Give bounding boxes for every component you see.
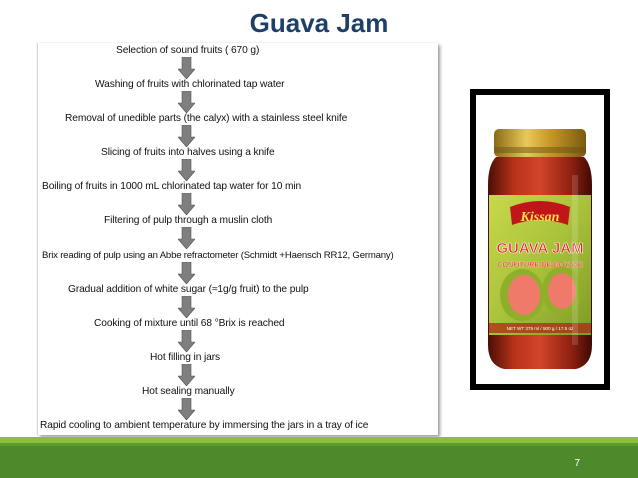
guava-jam-jar-image: Kissan GUAVA JAM CONFITURE DE GOYAVE NET… <box>488 129 592 369</box>
down-arrow-icon <box>178 227 195 249</box>
down-arrow-icon <box>178 296 195 318</box>
process-flowchart: Selection of sound fruits ( 670 g) Washi… <box>38 43 438 435</box>
down-arrow-icon <box>178 262 195 284</box>
down-arrow-icon <box>178 364 195 386</box>
flow-step-brix-reading: Brix reading of pulp using an Abbe refra… <box>42 250 394 261</box>
down-arrow-icon <box>178 330 195 352</box>
down-arrow-icon <box>178 398 195 420</box>
flow-step-selection: Selection of sound fruits ( 670 g) <box>116 45 260 56</box>
jar-brand-text: Kissan <box>520 210 560 225</box>
flow-step-sugar-addition: Gradual addition of white sugar (≈1g/g f… <box>68 284 309 295</box>
flow-step-boiling: Boiling of fruits in 1000 mL chlorinated… <box>42 181 302 192</box>
jar-name-text: GUAVA JAM <box>496 240 583 257</box>
down-arrow-icon <box>178 159 195 181</box>
flow-step-slicing: Slicing of fruits into halves using a kn… <box>101 147 275 158</box>
jar-subtitle-text: CONFITURE DE GOYAVE <box>497 260 583 269</box>
flow-step-washing: Washing of fruits with chlorinated tap w… <box>95 79 285 90</box>
flow-step-rapid-cooling: Rapid cooling to ambient temperature by … <box>40 420 369 431</box>
flow-step-removal: Removal of unedible parts (the calyx) wi… <box>65 113 348 124</box>
flow-step-hot-filling: Hot filling in jars <box>150 352 221 363</box>
flow-step-filtering: Filtering of pulp through a muslin cloth <box>104 215 273 226</box>
product-photo-frame: Kissan GUAVA JAM CONFITURE DE GOYAVE NET… <box>470 89 610 390</box>
slide-title: Guava Jam <box>249 8 389 38</box>
flow-step-cooking: Cooking of mixture until 68 °Brix is rea… <box>94 318 285 329</box>
jar-net-weight-text: NET WT 375 ml / 500 g / 17.5 oz <box>507 326 574 331</box>
down-arrow-icon <box>178 125 195 147</box>
slide-footer: 7 <box>0 446 638 478</box>
down-arrow-icon <box>178 57 195 79</box>
page-number: 7 <box>574 458 580 469</box>
footer-accent-bar <box>0 437 638 446</box>
flow-step-hot-sealing: Hot sealing manually <box>142 386 235 397</box>
down-arrow-icon <box>178 193 195 215</box>
footer-accent-line <box>0 443 638 446</box>
down-arrow-icon <box>178 91 195 113</box>
